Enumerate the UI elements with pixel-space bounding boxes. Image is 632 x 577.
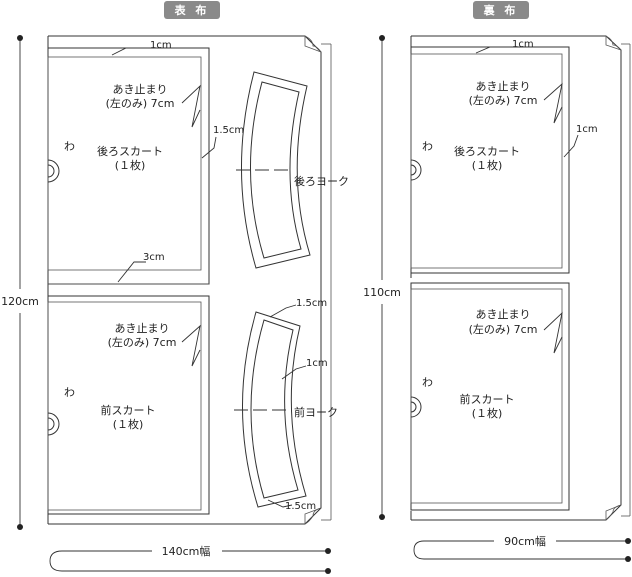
- piece-count: (１枚): [472, 406, 503, 420]
- side-allowance-label: 1.5cm: [213, 125, 244, 136]
- fold-circle-icon: [410, 396, 422, 418]
- outer-length-dimension: 120cm: [1, 35, 39, 530]
- yoke-top-allowance-label: 1.5cm: [296, 298, 327, 309]
- fold-mark: わ: [422, 376, 433, 389]
- lining-length-label: 110cm: [363, 286, 401, 299]
- outer-length-label: 120cm: [1, 295, 39, 308]
- lining-length-dimension: 110cm: [363, 35, 401, 520]
- fold-mark: わ: [64, 386, 75, 399]
- yoke-side-allowance-label: 1cm: [306, 358, 328, 369]
- outer-fabric-title-tag: 表 布: [164, 1, 220, 19]
- hem-allowance-label: 3cm: [143, 252, 165, 263]
- opening-stop-label: あき止まり: [115, 322, 170, 335]
- yoke-name: 後ろヨーク: [294, 174, 349, 188]
- yoke-bottom-allowance-label: 1.5cm: [285, 501, 316, 512]
- lining-fabric-layout: 裏 布 わ あき止まり (左のみ) 7cm 後ろスカート (１枚) 1cm: [363, 1, 631, 562]
- outer-fabric-outline: [48, 35, 322, 525]
- opening-stop-label: あき止まり: [476, 308, 531, 321]
- opening-stop-length: (左のみ) 7cm: [469, 323, 538, 336]
- lining-width-label: 90cm幅: [504, 535, 546, 548]
- outer-fabric-title: 表 布: [174, 3, 210, 17]
- outer-fabric-layout: 表 布 わ あき止まり (左のみ) 7cm 後ろスカート (１枚: [1, 1, 349, 574]
- piece-name: 前スカート: [101, 403, 156, 417]
- piece-name: 後ろスカート: [97, 144, 163, 158]
- yoke-name: 前ヨーク: [294, 405, 338, 419]
- outer-back-yoke-piece: 後ろヨーク: [236, 71, 349, 269]
- outer-width-label: 140cm幅: [162, 545, 211, 558]
- opening-stop-label: あき止まり: [113, 83, 168, 96]
- fold-mark: わ: [422, 140, 433, 153]
- lining-side-allowance-label: 1cm: [576, 124, 598, 135]
- outer-front-yoke-piece: 前ヨーク 1.5cm 1cm 1.5cm: [234, 298, 338, 512]
- top-allowance-label: 1cm: [150, 40, 172, 51]
- opening-stop-label: あき止まり: [476, 80, 531, 93]
- lining-width-dimension: 90cm幅: [413, 534, 631, 562]
- lining-fabric-title: 裏 布: [483, 3, 519, 17]
- opening-stop-length: (左のみ) 7cm: [108, 336, 177, 349]
- piece-count: (１枚): [113, 417, 144, 431]
- lining-front-skirt-piece: わ あき止まり (左のみ) 7cm 前スカート (１枚): [410, 282, 570, 511]
- piece-count: (１枚): [472, 158, 503, 172]
- fold-circle-icon: [410, 159, 422, 181]
- lining-top-allowance-label: 1cm: [512, 39, 534, 50]
- opening-stop-length: (左のみ) 7cm: [469, 94, 538, 107]
- lining-back-skirt-piece: わ あき止まり (左のみ) 7cm 後ろスカート (１枚) 1cm 1cm: [410, 39, 598, 274]
- fold-circle-icon: [47, 412, 60, 436]
- outer-back-skirt-piece: わ あき止まり (左のみ) 7cm 後ろスカート (１枚) 1cm 1.5cm …: [47, 40, 244, 285]
- opening-stop-length: (左のみ) 7cm: [106, 97, 175, 110]
- piece-name: 前スカート: [460, 392, 515, 406]
- lining-fabric-title-tag: 裏 布: [473, 1, 529, 19]
- lining-fabric-outline: [411, 35, 622, 521]
- fold-circle-icon: [47, 159, 60, 183]
- outer-width-dimension: 140cm幅: [49, 544, 331, 574]
- piece-count: (１枚): [115, 158, 146, 172]
- piece-name: 後ろスカート: [454, 144, 520, 158]
- outer-front-skirt-piece: わ あき止まり (左のみ) 7cm 前スカート (１枚): [47, 295, 210, 515]
- fold-mark: わ: [64, 140, 75, 153]
